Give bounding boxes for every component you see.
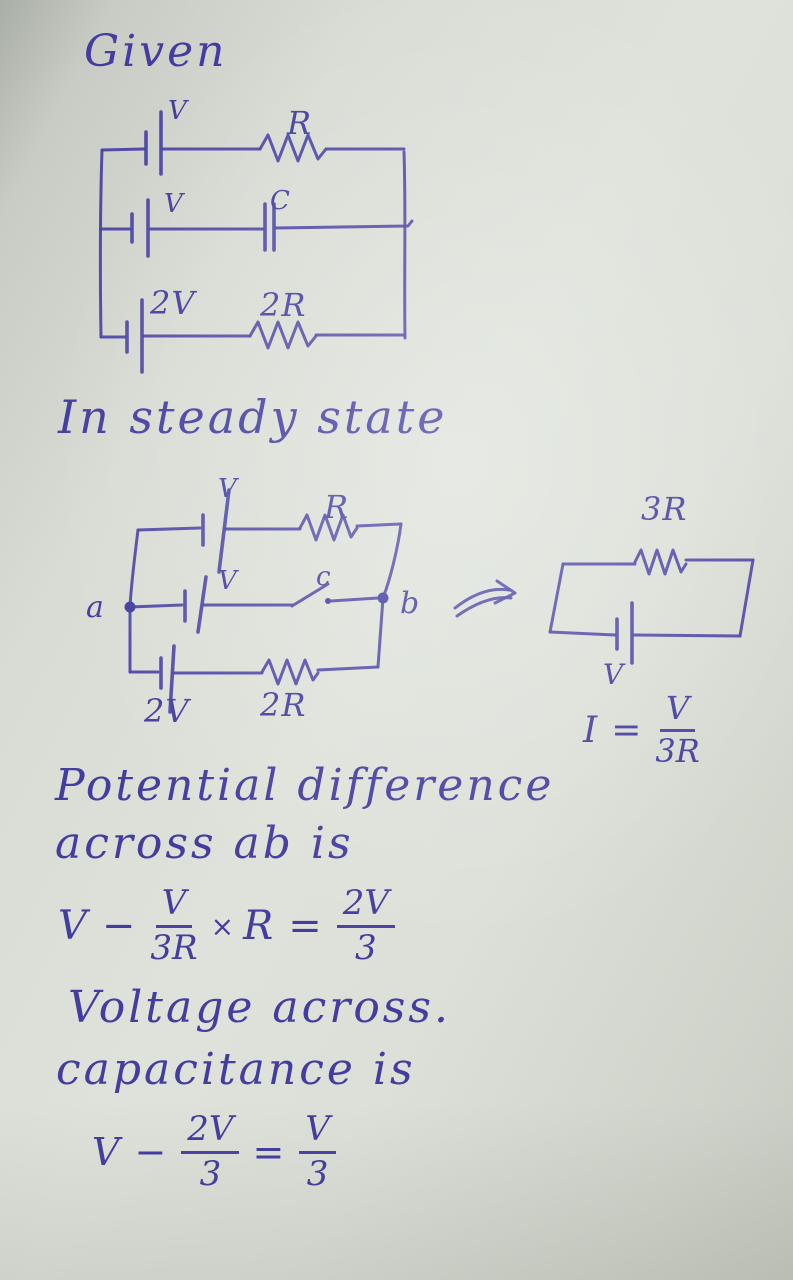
battery-icon (144, 110, 163, 176)
circuit-diagram-given: V R V C 2V 2R (60, 92, 440, 392)
fraction-denominator: 3 (306, 1153, 329, 1194)
fraction: V 3R (655, 691, 700, 770)
wire (128, 603, 184, 609)
wire (355, 522, 403, 528)
fraction: V 3R (150, 885, 198, 968)
equation-term: R (243, 903, 276, 950)
wire (632, 633, 742, 638)
node-a-dot (124, 601, 136, 613)
node-a-label: a (86, 590, 105, 625)
current-equation: I = V 3R (583, 691, 700, 770)
equation-term: V (58, 903, 89, 950)
capacitor-label: C (270, 186, 291, 216)
resistor-icon (298, 513, 359, 542)
equals-sign: = (288, 903, 324, 950)
wire-left-vertical (548, 562, 565, 634)
times-sign: × (210, 909, 237, 943)
resistor-icon (258, 133, 328, 163)
resistor-label: 2R (260, 286, 307, 324)
fraction: 2V 3 (181, 1111, 240, 1194)
equation-term: I (583, 709, 600, 751)
fraction-numerator: 2V (181, 1111, 240, 1154)
resistor-label: 2R (260, 686, 307, 724)
minus-sign: − (134, 1130, 169, 1175)
heading-steady-state: In steady state (58, 390, 448, 444)
node-b-dot (377, 592, 389, 604)
capacitor-icon (263, 202, 276, 252)
fraction-denominator: 3R (150, 927, 198, 968)
wire-right-vertical (738, 558, 755, 638)
battery-icon (159, 644, 176, 714)
battery-label: 2V (150, 284, 196, 322)
fraction-denominator: 3R (655, 731, 700, 770)
capacitor-voltage-equation: V − 2V 3 = V 3 (92, 1111, 336, 1194)
resistor-label: R (287, 104, 313, 142)
resistor-icon (260, 658, 320, 686)
wire-left-vertical (128, 528, 140, 674)
battery-icon (130, 198, 150, 258)
potential-difference-equation: V − V 3R × R = 2V 3 (58, 885, 395, 968)
fraction: V 3 (299, 1111, 336, 1194)
fraction-numerator: V (155, 885, 193, 928)
wire-right-vertical (402, 150, 407, 340)
minus-sign: − (101, 903, 138, 950)
battery-label: V (218, 474, 238, 504)
switch-icon (290, 582, 330, 608)
wire (274, 219, 414, 230)
circuit-diagram-equivalent: 3R V (533, 488, 773, 698)
wire (316, 665, 380, 672)
fraction: 2V 3 (336, 885, 395, 968)
fraction-numerator: V (660, 691, 696, 732)
switch-contact-dot (325, 598, 331, 604)
battery-label: V (164, 189, 184, 219)
fraction-numerator: V (299, 1111, 336, 1154)
battery-icon (125, 298, 144, 374)
wire (136, 526, 202, 532)
fraction-numerator: 2V (336, 885, 395, 928)
resistor-label: R (324, 488, 350, 526)
circuit-steady-schematic (124, 488, 403, 714)
equation-term: V (92, 1130, 122, 1175)
equals-sign: = (252, 1130, 287, 1175)
heading-given: Given (84, 26, 228, 77)
battery-label: V (603, 658, 625, 691)
wire-left-vertical (98, 148, 104, 339)
battery-icon (615, 601, 634, 665)
implies-arrow-icon (453, 579, 517, 618)
battery-label: 2V (144, 692, 190, 730)
text-potential-difference-line2: across ab is (55, 818, 354, 869)
resistor-icon (248, 320, 318, 350)
circuit-equivalent-schematic (548, 548, 755, 665)
wire (100, 147, 146, 152)
wire (329, 596, 380, 603)
switch-label: c (316, 562, 332, 592)
fraction-denominator: 3 (199, 1153, 222, 1194)
battery-label: V (168, 96, 188, 126)
node-b-label: b (400, 586, 421, 621)
fraction-denominator: 3 (355, 927, 377, 968)
text-potential-difference-line1: Potential difference (55, 760, 555, 811)
circuit-diagram-steady-state: V R V c a b 2V 2R (60, 462, 460, 772)
circuit-given-schematic (98, 110, 414, 374)
text-voltage-across-line2: capacitance is (56, 1044, 416, 1095)
equals-sign: = (611, 709, 644, 751)
wire (548, 630, 617, 637)
text-voltage-across-line1: Voltage across. (68, 982, 451, 1033)
battery-label: V (218, 566, 238, 596)
resistor-label: 3R (641, 490, 688, 528)
resistor-icon (633, 548, 688, 576)
battery-icon (201, 488, 231, 574)
